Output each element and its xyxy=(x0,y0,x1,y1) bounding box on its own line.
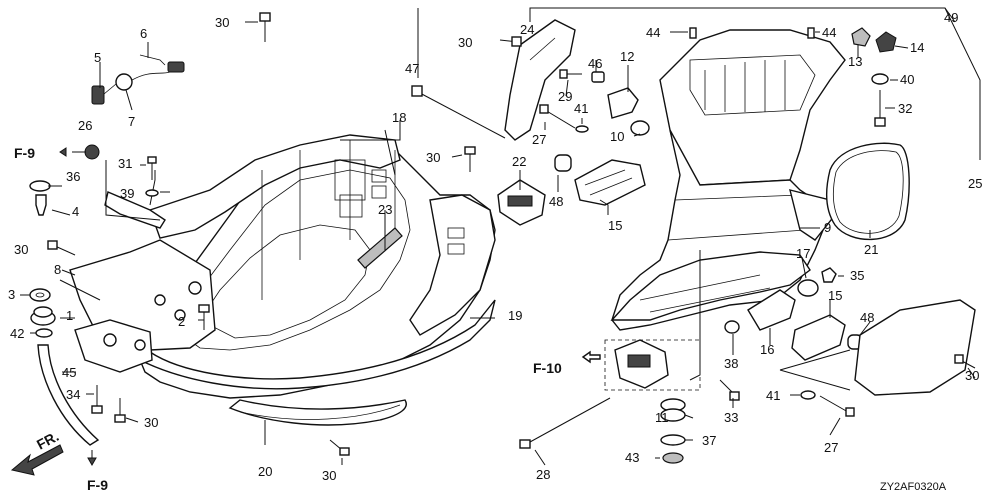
callout-numbers: 30 6 5 7 26 31 36 39 4 30 8 3 1 42 45 34… xyxy=(8,10,982,483)
callout-c22: 22 xyxy=(512,154,526,169)
callout-c33: 33 xyxy=(724,410,738,425)
callout-c47: 47 xyxy=(405,61,419,76)
callout-c30g: 30 xyxy=(965,368,979,383)
callout-c12: 12 xyxy=(620,49,634,64)
callout-c38: 38 xyxy=(724,356,738,371)
f9-arrow-icon xyxy=(59,147,97,467)
ref-f9-top: F-9 xyxy=(14,145,35,161)
ref-f10: F-10 xyxy=(533,360,562,376)
callout-c26: 26 xyxy=(78,118,92,133)
callout-c48a: 48 xyxy=(549,194,563,209)
callout-c39: 39 xyxy=(120,186,134,201)
diagram-code: ZY2AF0320A xyxy=(880,481,947,493)
callout-c44a: 44 xyxy=(646,25,660,40)
callout-c48b: 48 xyxy=(860,310,874,325)
callout-c2: 2 xyxy=(178,314,185,329)
callout-c13: 13 xyxy=(848,54,862,69)
callout-c41a: 41 xyxy=(574,101,588,116)
callout-c30d: 30 xyxy=(322,468,336,483)
callout-c30b: 30 xyxy=(14,242,28,257)
callout-c1: 1 xyxy=(66,308,73,323)
callout-c30e: 30 xyxy=(426,150,440,165)
callout-c43: 43 xyxy=(625,450,639,465)
callout-c29: 29 xyxy=(558,89,572,104)
callout-c45: 45 xyxy=(62,365,76,380)
callout-c49: 49 xyxy=(944,10,958,25)
callout-c30c: 30 xyxy=(144,415,158,430)
callout-c24: 24 xyxy=(520,22,534,37)
callout-c15a: 15 xyxy=(608,218,622,233)
callout-c23: 23 xyxy=(378,202,392,217)
callout-c31: 31 xyxy=(118,156,132,171)
callout-c46: 46 xyxy=(588,56,602,71)
leader-lines xyxy=(20,7,981,466)
middle-parts xyxy=(411,19,650,226)
callout-c27a: 27 xyxy=(532,132,546,147)
callout-c30f: 30 xyxy=(458,35,472,50)
callout-c41b: 41 xyxy=(766,388,780,403)
callout-c3: 3 xyxy=(8,287,15,302)
callout-c20: 20 xyxy=(258,464,272,479)
callout-c21: 21 xyxy=(864,242,878,257)
callout-c11: 11 xyxy=(655,410,669,425)
callout-c10: 10 xyxy=(610,129,624,144)
callout-c17: 17 xyxy=(796,246,810,261)
extension-case-drawing xyxy=(519,27,976,464)
callout-c32: 32 xyxy=(898,101,912,116)
callout-c7: 7 xyxy=(128,114,135,129)
callout-c34: 34 xyxy=(66,387,80,402)
callout-c14: 14 xyxy=(910,40,924,55)
callout-c36: 36 xyxy=(66,169,80,184)
callout-c25: 25 xyxy=(968,176,982,191)
callout-c35: 35 xyxy=(850,268,864,283)
callout-c16: 16 xyxy=(760,342,774,357)
ref-f9-bottom: F-9 xyxy=(87,477,108,493)
callout-c6: 6 xyxy=(140,26,147,41)
callout-c19: 19 xyxy=(508,308,522,323)
callout-c28: 28 xyxy=(536,467,550,482)
callout-c8: 8 xyxy=(54,262,61,277)
callout-c40: 40 xyxy=(900,72,914,87)
callout-c27b: 27 xyxy=(824,440,838,455)
front-arrow-icon xyxy=(10,444,64,476)
callout-c5: 5 xyxy=(94,50,101,65)
callout-c30a: 30 xyxy=(215,15,229,30)
callout-c44b: 44 xyxy=(822,25,836,40)
callout-c15b: 15 xyxy=(828,288,842,303)
callout-c37: 37 xyxy=(702,433,716,448)
lower-cowl-drawing xyxy=(69,134,496,426)
callout-c18: 18 xyxy=(392,110,406,125)
callout-c42: 42 xyxy=(10,326,24,341)
f10-reference-box xyxy=(581,339,701,391)
callout-c4: 4 xyxy=(72,204,79,219)
callout-c9: 9 xyxy=(824,220,831,235)
left-small-parts xyxy=(29,12,476,456)
